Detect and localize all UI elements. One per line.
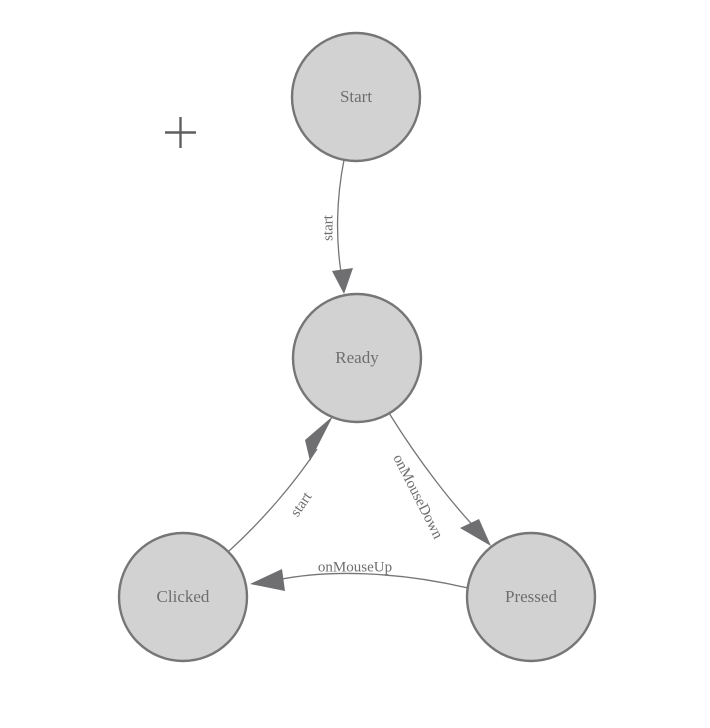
edge-label-start-to-ready: start — [320, 214, 336, 241]
node-pressed-label: Pressed — [505, 587, 557, 606]
edge-label-ready-to-pressed: onMouseDown — [389, 452, 445, 542]
edge-start-to-ready[interactable]: start — [320, 159, 353, 294]
edge-label-pressed-to-clicked: onMouseUp — [318, 559, 392, 575]
edge-clicked-to-ready-arrowhead — [305, 416, 333, 461]
edge-ready-to-pressed[interactable]: onMouseDown — [388, 412, 491, 546]
crosshair-icon — [165, 117, 196, 148]
node-start[interactable]: Start — [290, 31, 422, 163]
node-clicked-circle[interactable] — [117, 531, 249, 663]
node-pressed-circle[interactable] — [465, 531, 597, 663]
node-clicked-label: Clicked — [157, 587, 210, 606]
node-clicked[interactable]: Clicked — [117, 531, 249, 663]
node-pressed[interactable]: Pressed — [465, 531, 597, 663]
edge-ready-to-pressed-arrowhead — [460, 519, 491, 546]
node-start-label: Start — [340, 87, 372, 106]
node-ready-label: Ready — [335, 348, 379, 367]
edge-label-clicked-to-ready: start — [288, 489, 316, 520]
node-start-circle[interactable] — [290, 31, 422, 163]
edge-start-to-ready-path — [336, 159, 345, 273]
edge-pressed-to-clicked-arrowhead — [250, 569, 285, 591]
edge-start-to-ready-arrowhead — [332, 268, 353, 294]
edge-clicked-to-ready[interactable]: start — [228, 416, 333, 552]
node-ready-circle[interactable] — [291, 292, 423, 424]
node-ready[interactable]: Ready — [291, 292, 423, 424]
edge-pressed-to-clicked-path — [276, 572, 469, 589]
edge-clicked-to-ready-path — [228, 448, 318, 552]
edge-pressed-to-clicked[interactable]: onMouseUp — [250, 559, 469, 591]
